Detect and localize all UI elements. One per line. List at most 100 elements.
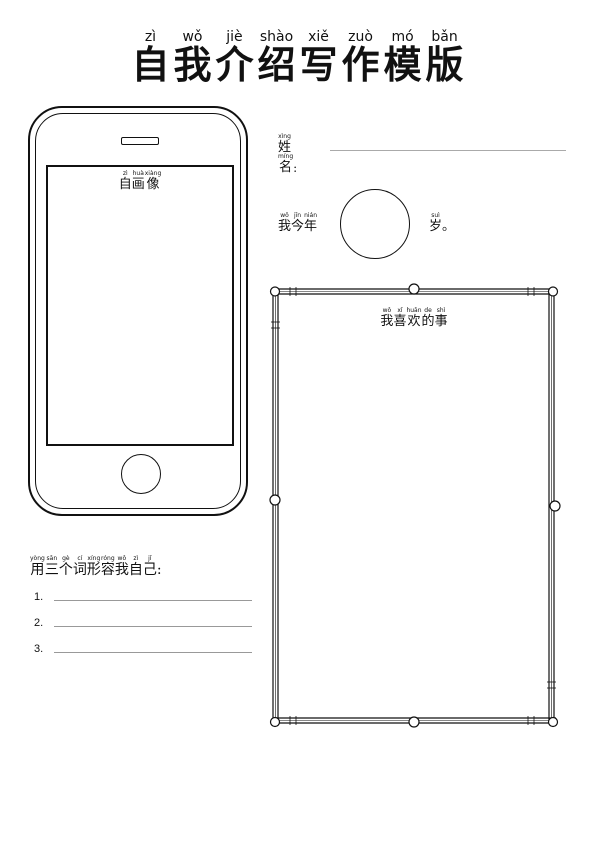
- hanzi: 欢: [407, 314, 421, 329]
- pinyin: wǒ: [182, 29, 203, 45]
- hanzi: 己: [142, 562, 157, 578]
- pinyin: xìng: [278, 133, 291, 140]
- answer-line-1[interactable]: 1.: [34, 591, 252, 603]
- hanzi: 写: [299, 42, 338, 87]
- pinyin: zuò: [348, 29, 373, 45]
- pinyin: suì: [431, 212, 440, 219]
- answer-underline[interactable]: [54, 599, 252, 601]
- name-field[interactable]: [330, 150, 566, 151]
- pinyin: huà: [132, 170, 144, 177]
- hanzi: 自: [128, 562, 143, 578]
- pinyin: jīn: [293, 212, 302, 219]
- hanzi: 词: [72, 562, 87, 578]
- pinyin: sān: [46, 555, 58, 562]
- answer-line-3[interactable]: 3.: [34, 643, 252, 655]
- hanzi: 事: [434, 314, 448, 329]
- pinyin: cí: [77, 555, 83, 562]
- pinyin: xíng: [87, 555, 101, 562]
- line-number: 1.: [34, 591, 44, 603]
- favorite-things-frame[interactable]: [266, 282, 566, 734]
- hanzi: 作: [341, 42, 380, 87]
- hanzi: 形: [86, 562, 101, 578]
- hanzi: 岁: [429, 219, 443, 234]
- answer-underline[interactable]: [54, 651, 252, 653]
- pinyin: nián: [304, 212, 318, 219]
- hanzi: 绍: [257, 42, 296, 87]
- hanzi: 三: [44, 562, 59, 578]
- hanzi: 的: [421, 314, 435, 329]
- hanzi: 年: [304, 219, 318, 234]
- hanzi: 个: [58, 562, 73, 578]
- answer-line-2[interactable]: 2.: [34, 617, 252, 629]
- hanzi: 画: [131, 177, 145, 192]
- hanzi: 我: [278, 219, 292, 234]
- pinyin: wǒ: [280, 212, 289, 219]
- phone-home-button-icon: [121, 454, 161, 494]
- pinyin: jiè: [226, 29, 243, 45]
- hanzi: 像: [146, 177, 160, 192]
- hanzi: 我: [380, 314, 394, 329]
- hanzi: 版: [425, 42, 464, 87]
- pinyin: mó: [391, 29, 414, 45]
- hanzi: 我: [173, 42, 212, 87]
- pinyin: jǐ: [148, 555, 152, 562]
- pinyin: zì: [122, 170, 128, 177]
- pinyin: shào: [259, 29, 294, 45]
- pinyin: shì: [436, 307, 446, 314]
- hanzi: 今: [291, 219, 305, 234]
- pinyin: bǎn: [431, 29, 458, 45]
- hanzi: 模: [383, 42, 422, 87]
- hanzi: 自: [131, 42, 170, 87]
- age-period: 。: [442, 219, 456, 234]
- pinyin: xiě: [308, 29, 329, 45]
- pinyin: wǒ: [382, 307, 392, 314]
- pinyin: huān: [406, 307, 422, 314]
- hanzi: 我: [114, 562, 129, 578]
- age-field[interactable]: [340, 189, 410, 259]
- phone-outline: [28, 106, 248, 516]
- hanzi: 用: [30, 562, 45, 578]
- line-number: 2.: [34, 617, 44, 629]
- hanzi: 介: [215, 42, 254, 87]
- pinyin: xiàng: [144, 170, 162, 177]
- hanzi: 喜: [393, 314, 407, 329]
- pinyin: wǒ: [117, 555, 127, 562]
- pinyin: xǐ: [397, 307, 403, 314]
- hanzi: 姓: [278, 140, 292, 155]
- answer-underline[interactable]: [54, 625, 252, 627]
- hanzi: 容: [100, 562, 115, 578]
- phone-speaker-icon: [121, 137, 159, 145]
- pinyin: zì: [144, 29, 157, 45]
- self-portrait-box[interactable]: [46, 165, 234, 446]
- line-number: 3.: [34, 643, 44, 655]
- pinyin: de: [424, 307, 432, 314]
- hanzi: 自: [118, 177, 132, 192]
- describe-colon: :: [156, 562, 162, 578]
